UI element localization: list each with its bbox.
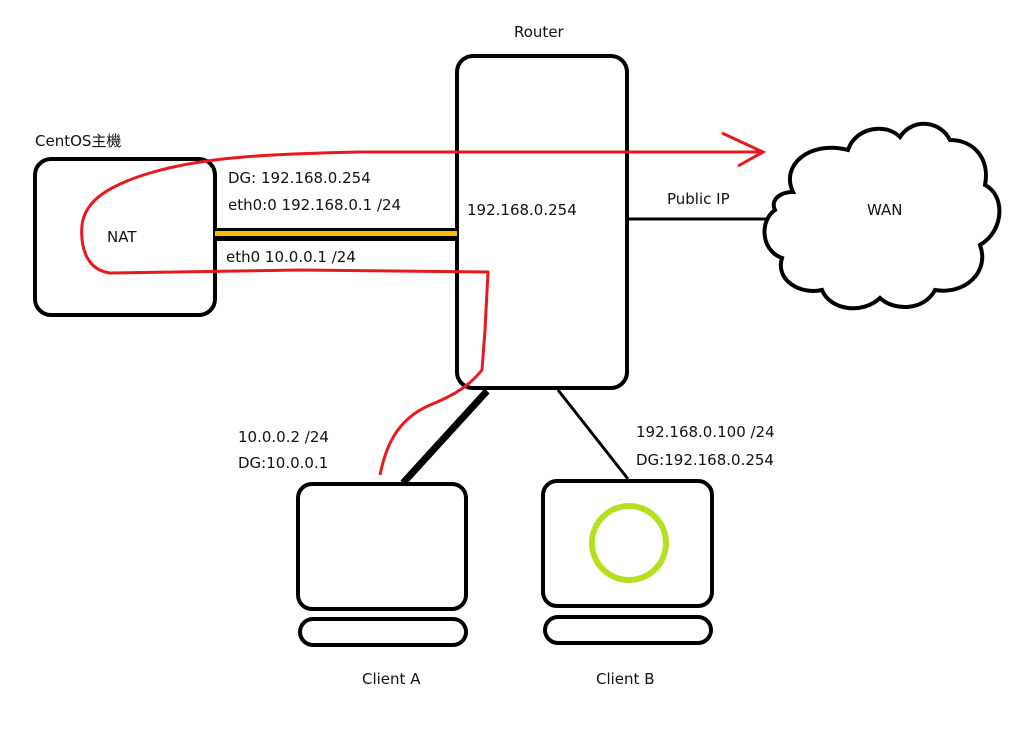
- client-b-keyboard: [543, 615, 713, 645]
- router-box: [455, 54, 629, 390]
- dg-label: DG: 192.168.0.254: [228, 169, 371, 187]
- client-a-ip: 10.0.0.2 /24: [238, 428, 329, 446]
- eth0-label: eth0 10.0.0.1 /24: [226, 248, 356, 266]
- router-client-b-link: [556, 389, 630, 480]
- client-a-gateway: DG:10.0.0.1: [238, 454, 329, 472]
- client-b-title: Client B: [596, 670, 655, 688]
- client-a-monitor: [296, 482, 468, 611]
- eth0-0-label: eth0:0 192.168.0.1 /24: [228, 196, 402, 214]
- centos-router-link-highlight: [215, 231, 457, 236]
- client-b-marker-icon: [589, 503, 669, 583]
- router-title: Router: [514, 23, 564, 41]
- nat-label: NAT: [107, 228, 137, 246]
- router-ip: 192.168.0.254: [467, 201, 577, 219]
- client-b-gateway: DG:192.168.0.254: [636, 451, 774, 469]
- public-ip-label: Public IP: [667, 190, 730, 208]
- wan-label: WAN: [867, 201, 903, 219]
- client-a-keyboard: [298, 617, 468, 647]
- router-client-a-link: [400, 388, 490, 486]
- arrow-head-icon: [721, 131, 767, 168]
- centos-title: CentOS主機: [35, 132, 122, 150]
- nat-traffic-path: [80, 150, 760, 476]
- wan-cloud: [762, 121, 1002, 311]
- client-a-title: Client A: [362, 670, 421, 688]
- client-b-ip: 192.168.0.100 /24: [636, 423, 775, 441]
- client-b-monitor: [541, 479, 714, 608]
